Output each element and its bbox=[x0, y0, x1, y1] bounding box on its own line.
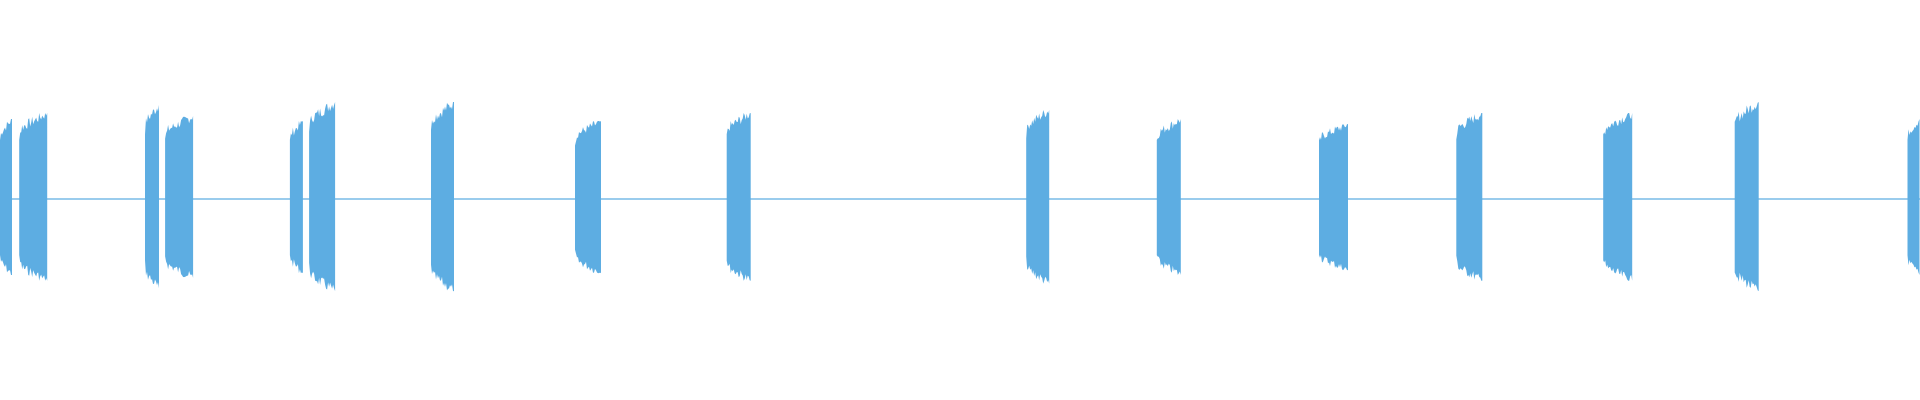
waveform-burst-segment bbox=[165, 116, 194, 278]
waveform-burst bbox=[726, 113, 751, 281]
waveform-burst-segment bbox=[19, 113, 48, 281]
waveform-burst bbox=[431, 102, 454, 292]
waveform-burst bbox=[575, 121, 601, 274]
waveform-burst bbox=[0, 113, 48, 281]
waveform-bursts bbox=[0, 102, 1920, 292]
waveform-burst-segment bbox=[1156, 119, 1181, 275]
waveform-burst-segment bbox=[1026, 110, 1050, 284]
waveform-burst-segment bbox=[1603, 113, 1633, 281]
waveform-burst bbox=[1456, 113, 1483, 281]
waveform-burst-segment bbox=[0, 119, 12, 275]
waveform-burst bbox=[145, 105, 194, 289]
waveform-burst-segment bbox=[575, 121, 601, 274]
waveform-burst bbox=[1156, 119, 1181, 275]
waveform-burst-segment bbox=[145, 105, 159, 289]
waveform-burst bbox=[289, 102, 336, 292]
waveform-burst bbox=[1319, 124, 1348, 271]
waveform-burst bbox=[1026, 110, 1050, 284]
waveform-burst-segment bbox=[1319, 124, 1348, 271]
waveform-burst-segment bbox=[431, 102, 454, 292]
waveform-burst bbox=[1603, 113, 1633, 281]
waveform-burst-segment bbox=[1456, 113, 1483, 281]
waveform-burst-segment bbox=[726, 113, 751, 281]
waveform-burst-segment bbox=[309, 102, 336, 292]
waveform-burst bbox=[1907, 119, 1920, 275]
waveform-burst bbox=[1734, 102, 1759, 292]
waveform-burst-segment bbox=[1907, 119, 1920, 275]
waveform-burst-segment bbox=[1734, 102, 1759, 292]
waveform-burst-segment bbox=[289, 121, 303, 274]
